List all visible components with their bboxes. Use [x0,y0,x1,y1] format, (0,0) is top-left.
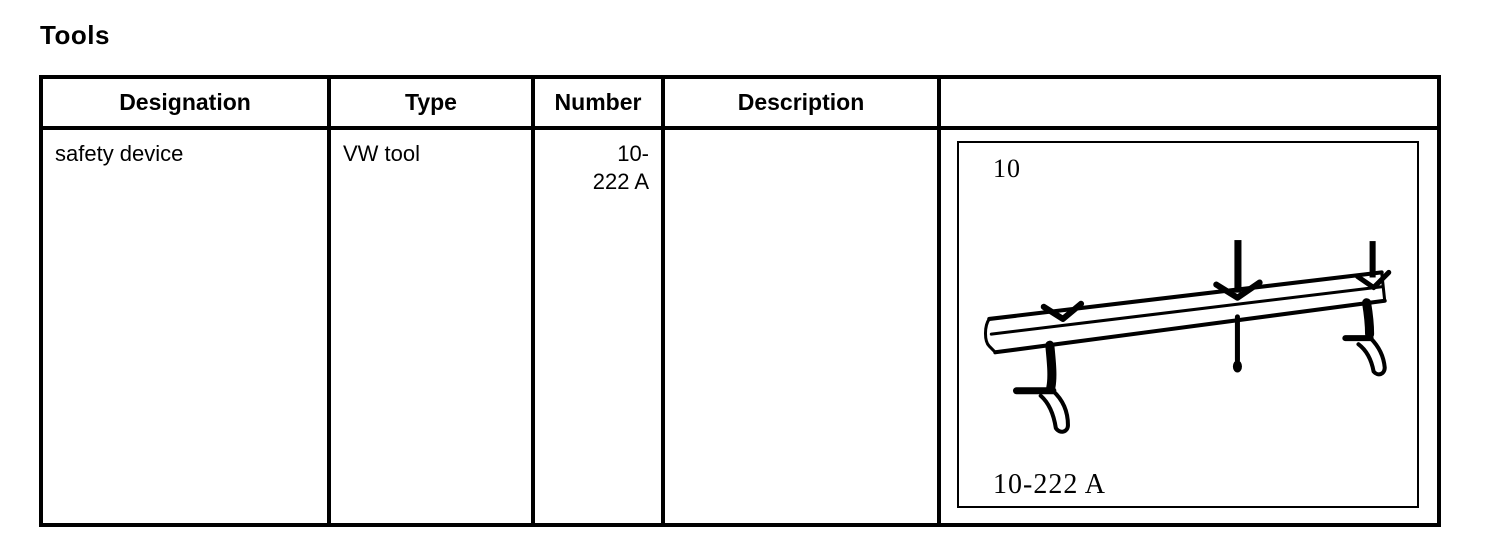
left-leg [1012,340,1070,434]
figure-frame: 10 [957,141,1419,508]
left-bracket [1040,300,1085,322]
column-header-number: Number [531,75,665,130]
table-row: safety device VW tool 10- 222 A 10 [39,126,1441,527]
right-spindle [1354,241,1392,291]
figure-caption: 10-222 A [993,469,1106,500]
header-row: Designation Type Number Description [39,75,1441,130]
column-header-designation: Designation [39,75,331,130]
column-header-figure [937,75,1441,130]
tools-table: Designation Type Number Description safe… [39,75,1441,527]
cell-number: 10- 222 A [531,126,665,527]
column-header-description: Description [661,75,941,130]
right-leg [1342,298,1387,377]
cell-description [661,126,941,527]
center-spindle [1213,240,1263,373]
support-bar-drawing-icon [983,240,1392,434]
figure-corner-label: 10 [993,154,1021,183]
cell-designation: safety device [39,126,331,527]
beam [983,270,1387,355]
page-title: Tools [40,20,110,50]
cell-figure: 10 [937,126,1441,527]
cell-type: VW tool [327,126,535,527]
column-header-type: Type [327,75,535,130]
